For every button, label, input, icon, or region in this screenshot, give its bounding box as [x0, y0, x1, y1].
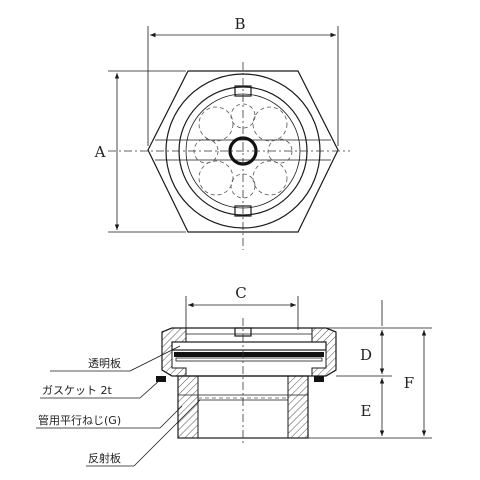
dim-label-b: B [234, 15, 245, 33]
callout-reflector-plate: 反射板 [86, 399, 201, 467]
dim-label-a: A [94, 143, 106, 161]
outer-gasket-left [156, 376, 166, 382]
callout-gasket: ガスケット 2t [40, 379, 161, 399]
outer-gasket-right [314, 376, 324, 382]
dim-label-e: E [361, 402, 372, 420]
callout-pipe-thread: 管用平行ねじ(G) [36, 405, 183, 429]
reflector-pattern [193, 103, 293, 199]
dim-label-f: F [404, 374, 414, 392]
hexagon-outline [147, 70, 339, 233]
top-view: B A [94, 15, 350, 250]
right-wall-section [311, 327, 337, 377]
transparent-plate-section [171, 341, 327, 351]
left-shank-section [177, 375, 199, 439]
dim-label-d: D [360, 346, 372, 364]
label-pipe-thread: 管用平行ねじ(G) [38, 413, 121, 427]
dim-label-c: C [235, 284, 246, 302]
right-shank-section [287, 375, 309, 439]
label-transparent-plate: 透明板 [88, 356, 121, 370]
section-view: C D E F 透明板 ガスケット 2t 管用平行ねじ(G) [36, 284, 432, 467]
left-wall-section [161, 327, 187, 377]
callout-transparent-plate: 透明板 [50, 345, 181, 372]
gasket-seat [175, 357, 323, 362]
label-gasket: ガスケット 2t [42, 384, 112, 397]
gasket-section [174, 352, 324, 357]
label-reflector-plate: 反射板 [88, 451, 121, 465]
